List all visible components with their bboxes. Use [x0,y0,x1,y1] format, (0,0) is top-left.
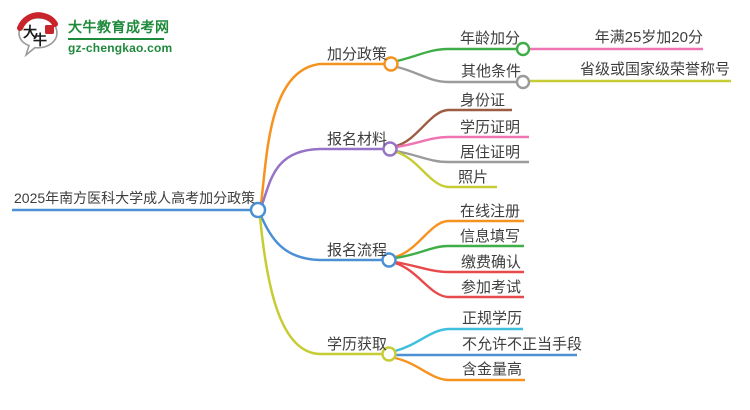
leaf-online-registration-line [394,219,524,259]
node-age-bonus-label: 年龄加分 [460,30,521,47]
root-circle [249,201,267,219]
logo-char-da: 大 [23,24,37,40]
leaf-payment-confirmation-line [394,260,524,274]
leaf-id-card-label: 身份证 [460,92,506,109]
leaf-formal-degree-label: 正规学历 [462,310,523,327]
branch-degree-acquisition-circle [381,346,397,362]
leaf-residence-certificate-line [395,149,529,164]
leaf-photo-label: 照片 [458,169,489,186]
leaf-online-registration-label: 在线注册 [460,203,521,220]
leaf-high-value-label: 含金量高 [462,361,523,378]
leaf-id-card-line [395,108,512,148]
red-beret-shape [17,12,58,31]
leaf-residence-certificate-label: 居住证明 [460,144,521,161]
leaf-education-certificate-line [395,135,529,149]
node-other-conditions-label: 其他条件 [461,63,522,80]
leaf-payment-confirmation-label: 缴费确认 [461,254,522,271]
leaf-age-25-plus-20-label: 年满25岁加20分 [594,29,703,46]
leaf-photo-line [395,150,497,189]
leaf-take-exam-label: 参加考试 [461,279,522,296]
logo-text-block: 大牛教育成考网 gz-chengkao.com [68,18,172,55]
branch-application-materials-label: 报名材料 [327,131,388,148]
leaf-take-exam-line [394,261,524,299]
node-other-conditions-circle [515,74,531,90]
node-age-bonus-circle [515,41,531,57]
leaf-info-filling-line [394,244,524,260]
branch-application-process-line [259,215,382,262]
branch-degree-acquisition-line [258,216,382,356]
logo-char-niu: 牛 [33,32,47,48]
leaf-honor-title-label: 省级或国家级荣誉称号 [579,61,730,78]
daniu-bull-logo-icon: 大 牛 [17,12,58,58]
branch-bonus-policy-line [259,62,384,205]
node-other-conditions-line [396,65,516,84]
leaf-no-improper-means-label: 不允许不正当手段 [462,336,583,353]
red-seal-stamp [45,25,54,34]
leaf-formal-degree-line [394,327,523,353]
branch-bonus-policy-circle [383,56,399,72]
branch-degree-acquisition-label: 学历获取 [327,336,388,353]
logo-divider [68,37,164,40]
branch-application-materials-circle [382,141,398,157]
branch-application-process-circle [381,252,397,268]
leaf-info-filling-label: 信息填写 [460,228,521,245]
root-node-label: 2025年南方医科大学成人高考加分政策 [14,190,256,206]
site-logo: 大 牛 大牛教育成考网 gz-chengkao.com [14,11,172,61]
node-age-bonus-line [396,47,516,63]
branch-bonus-policy-label: 加分政策 [327,46,388,63]
site-url: gz-chengkao.com [68,40,173,55]
leaf-high-value-line [394,356,525,382]
branch-application-process-label: 报名流程 [327,242,388,259]
branch-application-materials-line [260,147,383,206]
site-title: 大牛教育成考网 [68,18,170,35]
leaf-education-certificate-label: 学历证明 [460,119,521,136]
